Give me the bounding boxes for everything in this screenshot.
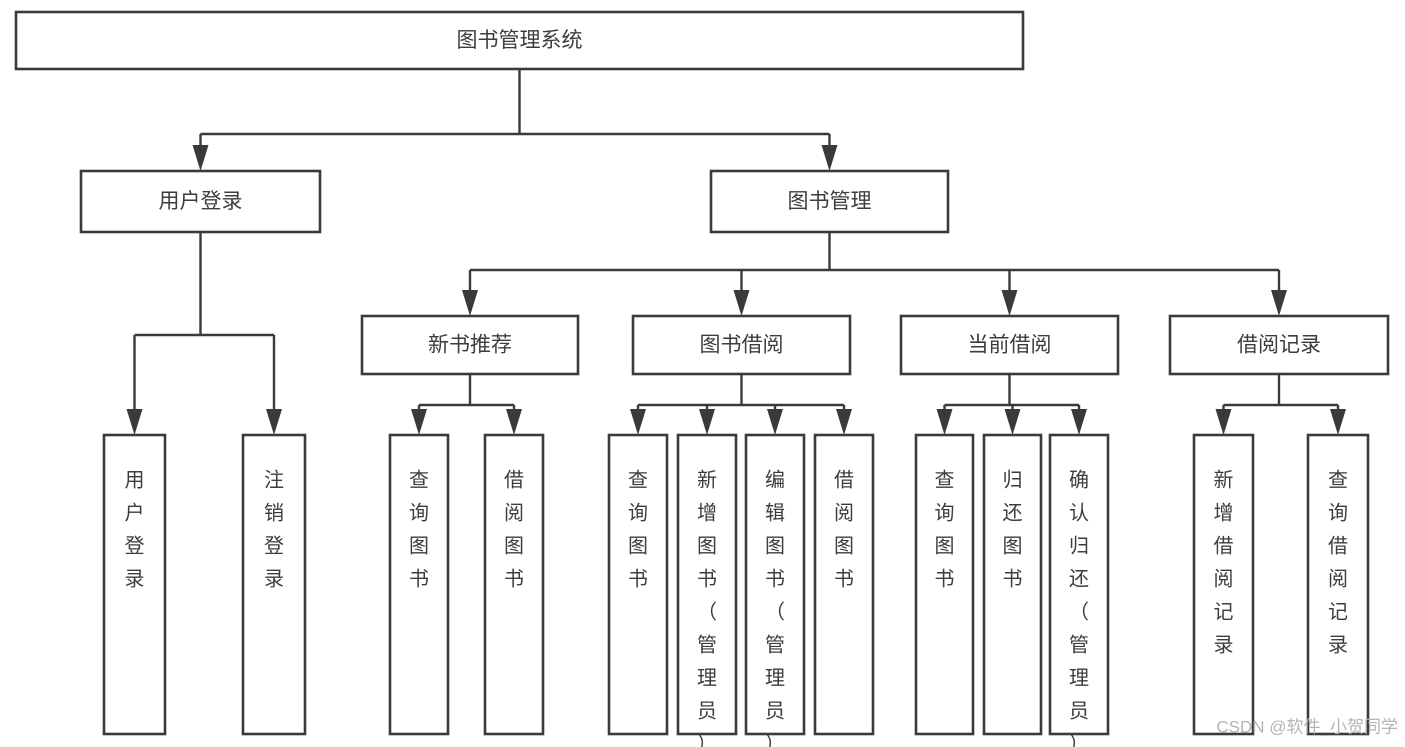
arrow-head-current-borrow [1001, 290, 1018, 316]
node-new-book-recommend[interactable]: 新书推荐 [360, 314, 580, 376]
node-box-fn-add-book[interactable] [676, 433, 738, 736]
node-box-fn-user-login[interactable] [102, 433, 167, 736]
node-label-current-borrow: 当前借阅 [968, 334, 1052, 357]
node-book-manage[interactable]: 图书管理 [709, 169, 950, 234]
node-box-book-manage[interactable] [709, 169, 950, 234]
connector-layer [126, 69, 1346, 435]
node-box-fn-query-book-recommend[interactable] [388, 433, 450, 736]
node-layer: 图书管理系统用户登录图书管理新书推荐图书借阅当前借阅借阅记录用户登录注销登录查询… [14, 10, 1390, 747]
arrow-head-borrow-record [1271, 290, 1287, 316]
arrow-head-fn-borrow-book-recommend [506, 409, 522, 435]
node-box-fn-query-book-current[interactable] [914, 433, 975, 736]
arrow-head-fn-borrow-book [836, 409, 852, 435]
arrow-head-book-borrow [733, 290, 750, 316]
arrow-head-fn-confirm-return [1071, 409, 1087, 435]
node-fn-add-borrow-record[interactable]: 新增借阅记录 [1192, 433, 1255, 736]
node-box-new-book-recommend[interactable] [360, 314, 580, 376]
node-label-fn-query-book-recommend: 查询图书 [409, 469, 429, 591]
node-label-fn-edit-book: 编辑图书（管理员） [765, 469, 785, 747]
node-label-fn-add-borrow-record: 新增借阅记录 [1214, 469, 1234, 657]
arrow-head-fn-query-borrow-record [1330, 409, 1346, 435]
node-current-borrow[interactable]: 当前借阅 [899, 314, 1120, 376]
node-box-fn-return-book[interactable] [982, 433, 1043, 736]
node-fn-borrow-book-recommend[interactable]: 借阅图书 [483, 433, 545, 736]
node-root[interactable]: 图书管理系统 [14, 10, 1025, 71]
arrow-head-user-login [192, 145, 209, 171]
node-fn-query-borrow-record[interactable]: 查询借阅记录 [1306, 433, 1370, 736]
node-label-fn-return-book: 归还图书 [1003, 469, 1023, 591]
arrow-head-fn-user-login [126, 409, 143, 435]
node-label-fn-user-logout: 注销登录 [264, 469, 284, 591]
node-box-fn-query-borrow-record[interactable] [1306, 433, 1370, 736]
node-book-borrow[interactable]: 图书借阅 [631, 314, 852, 376]
node-label-fn-user-login: 用户登录 [125, 470, 145, 591]
watermark-layer: CSDN @软件_小贺同学 [1216, 717, 1398, 736]
node-label-borrow-record: 借阅记录 [1237, 334, 1321, 357]
node-label-root: 图书管理系统 [457, 29, 583, 52]
arrow-head-book-manage [821, 145, 838, 171]
arrow-head-fn-query-book-borrow [630, 409, 646, 435]
arrow-head-fn-query-book-current [936, 409, 953, 435]
arrow-head-fn-return-book [1004, 409, 1021, 435]
node-fn-edit-book[interactable]: 编辑图书（管理员） [744, 433, 806, 747]
node-fn-user-logout[interactable]: 注销登录 [241, 433, 307, 736]
node-fn-return-book[interactable]: 归还图书 [982, 433, 1043, 736]
node-fn-confirm-return[interactable]: 确认归还（管理员） [1048, 433, 1110, 747]
node-fn-add-book[interactable]: 新增图书（管理员） [676, 433, 738, 747]
node-fn-query-book-borrow[interactable]: 查询图书 [607, 433, 669, 736]
node-label-new-book-recommend: 新书推荐 [428, 334, 512, 357]
node-label-fn-query-book-current: 查询图书 [935, 469, 955, 591]
node-box-fn-borrow-book-recommend[interactable] [483, 433, 545, 736]
node-box-borrow-record[interactable] [1168, 314, 1390, 376]
node-user-login[interactable]: 用户登录 [79, 169, 322, 234]
node-label-fn-add-book: 新增图书（管理员） [697, 469, 717, 747]
csdn-watermark: CSDN @软件_小贺同学 [1216, 717, 1398, 736]
node-box-book-borrow[interactable] [631, 314, 852, 376]
node-box-fn-user-logout[interactable] [241, 433, 307, 736]
node-box-root[interactable] [14, 10, 1025, 71]
arrow-head-new-book-recommend [462, 290, 478, 316]
node-box-fn-edit-book[interactable] [744, 433, 806, 736]
arrow-head-fn-user-logout [266, 409, 282, 435]
node-fn-query-book-recommend[interactable]: 查询图书 [388, 433, 450, 736]
node-label-fn-query-book-borrow: 查询图书 [628, 469, 648, 591]
arrow-head-fn-edit-book [767, 409, 783, 435]
node-label-book-borrow: 图书借阅 [700, 334, 784, 357]
arrow-head-fn-add-borrow-record [1215, 409, 1232, 435]
node-label-fn-query-borrow-record: 查询借阅记录 [1328, 469, 1348, 657]
node-fn-query-book-current[interactable]: 查询图书 [914, 433, 975, 736]
arrow-head-fn-query-book-recommend [411, 409, 427, 435]
node-label-fn-confirm-return: 确认归还（管理员） [1069, 469, 1089, 747]
node-box-fn-query-book-borrow[interactable] [607, 433, 669, 736]
node-box-fn-borrow-book[interactable] [813, 433, 875, 736]
node-borrow-record[interactable]: 借阅记录 [1168, 314, 1390, 376]
node-label-user-login: 用户登录 [159, 190, 243, 213]
node-label-book-manage: 图书管理 [788, 190, 872, 213]
node-box-fn-add-borrow-record[interactable] [1192, 433, 1255, 736]
node-box-user-login[interactable] [79, 169, 322, 234]
node-label-fn-borrow-book: 借阅图书 [834, 469, 854, 591]
node-fn-user-login[interactable]: 用户登录 [102, 433, 167, 736]
node-label-fn-borrow-book-recommend: 借阅图书 [504, 469, 524, 591]
node-fn-borrow-book[interactable]: 借阅图书 [813, 433, 875, 736]
arrow-head-fn-add-book [699, 409, 715, 435]
node-box-current-borrow[interactable] [899, 314, 1120, 376]
node-box-fn-confirm-return[interactable] [1048, 433, 1110, 736]
